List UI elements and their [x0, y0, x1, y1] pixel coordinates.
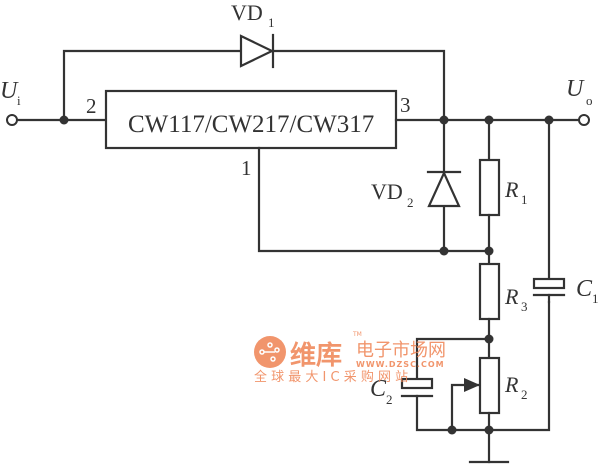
- r3-label: R 3: [504, 284, 528, 314]
- watermark-brand: 维库: [290, 340, 342, 371]
- svg-text:2: 2: [521, 387, 528, 402]
- r2-wiper-arrow-icon: [464, 378, 480, 392]
- r2-label: R 2: [504, 372, 528, 402]
- junction-dot: [484, 425, 494, 435]
- svg-text:i: i: [17, 93, 21, 108]
- input-terminal: [6, 114, 18, 126]
- svg-text:VD: VD: [231, 0, 263, 25]
- regulator-label: CW117/CW217/CW317: [128, 111, 374, 138]
- junction-dot: [484, 115, 494, 125]
- junction-dot: [544, 115, 554, 125]
- watermark-url: WWW.DZSC.COM: [356, 360, 445, 369]
- capacitor-c2-plate-pos: [400, 377, 434, 390]
- svg-text:2: 2: [407, 195, 414, 210]
- svg-text:R: R: [504, 284, 519, 309]
- svg-text:U: U: [0, 78, 19, 104]
- output-terminal: [578, 114, 590, 126]
- watermark-slogan: 全 球 最 大 I C 采 购 网 站: [254, 369, 408, 385]
- junction-dot: [484, 334, 494, 344]
- svg-text:1: 1: [268, 15, 275, 30]
- c2-top-wire: [415, 337, 491, 381]
- resistor-r2: [478, 356, 501, 415]
- junction-dot: [439, 115, 449, 125]
- regulator-ic: [104, 89, 398, 150]
- diode-vd2: [426, 170, 462, 208]
- r1-label: R 1: [504, 177, 528, 207]
- svg-text:VD: VD: [371, 179, 403, 204]
- vd1-label: VD 1: [231, 0, 275, 30]
- svg-text:1: 1: [592, 291, 599, 306]
- junction-dot: [484, 246, 494, 256]
- vd1-left-wire: [62, 49, 242, 122]
- svg-text:R: R: [504, 177, 519, 202]
- c2-label: C 2: [370, 376, 393, 407]
- watermark: 维库 TM 电子市场网 WWW.DZSC.COM 全 球 最 大 I C 采 购…: [254, 331, 446, 385]
- resistor-r3: [478, 262, 501, 321]
- input-label: U i: [0, 78, 21, 108]
- svg-text:3: 3: [521, 299, 528, 314]
- svg-text:C: C: [370, 376, 387, 402]
- junction-dot: [59, 115, 69, 125]
- watermark-tagline: 电子市场网: [356, 340, 446, 361]
- vd1-right-wire: [272, 49, 446, 122]
- junction-dot: [447, 425, 457, 435]
- capacitor-c1-plate-pos: [532, 277, 566, 290]
- c1-label: C 1: [576, 276, 599, 306]
- svg-text:R: R: [504, 372, 519, 397]
- r2-wiper-wire: [450, 383, 480, 432]
- watermark-tm: TM: [352, 331, 362, 338]
- diode-vd1: [239, 33, 275, 69]
- pin-2-label: 2: [86, 94, 97, 118]
- svg-text:1: 1: [521, 192, 528, 207]
- resistor-r1: [478, 158, 501, 217]
- ground-bus-wire: [415, 300, 551, 432]
- svg-text:o: o: [586, 93, 593, 108]
- junction-dot: [439, 246, 449, 256]
- svg-text:U: U: [566, 76, 585, 102]
- vd2-label: VD 2: [371, 179, 414, 210]
- adjust-wire: [257, 146, 492, 253]
- output-label: U o: [566, 76, 593, 108]
- svg-text:2: 2: [386, 392, 393, 407]
- svg-text:C: C: [576, 276, 593, 302]
- pin-3-label: 3: [400, 93, 411, 117]
- pin-1-label: 1: [241, 156, 252, 180]
